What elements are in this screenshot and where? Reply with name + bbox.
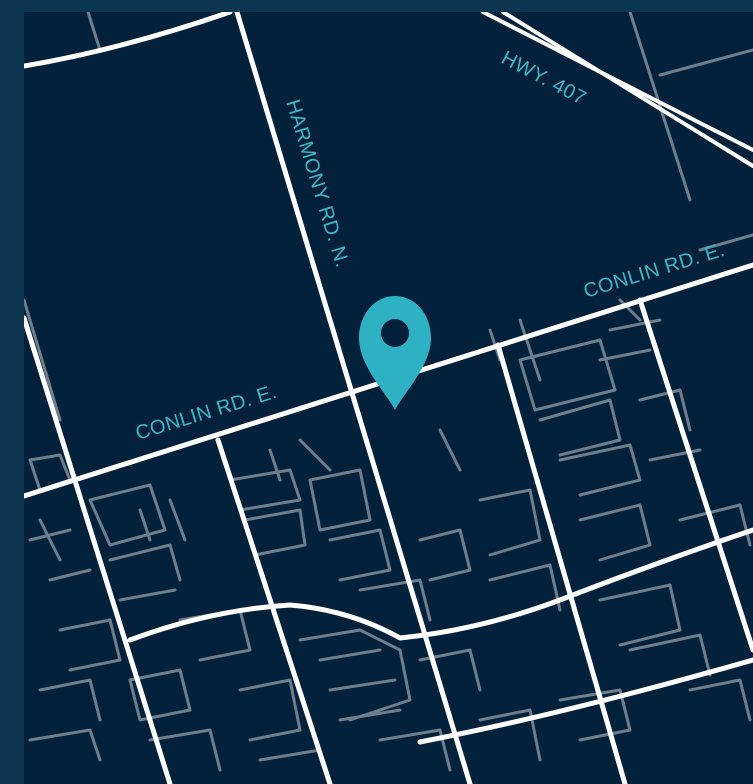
central-east-road bbox=[495, 342, 628, 784]
bottom-road bbox=[417, 657, 753, 745]
minor-streets bbox=[24, 12, 753, 772]
south-curved-road bbox=[127, 527, 753, 643]
highway-407 bbox=[481, 12, 753, 168]
location-pin-icon[interactable] bbox=[359, 296, 431, 410]
west-road bbox=[24, 315, 173, 784]
harmony-road bbox=[234, 12, 473, 784]
major-roads bbox=[24, 12, 753, 784]
top-curved-road bbox=[24, 12, 233, 69]
east-road bbox=[637, 297, 753, 653]
central-west-road bbox=[215, 437, 333, 784]
